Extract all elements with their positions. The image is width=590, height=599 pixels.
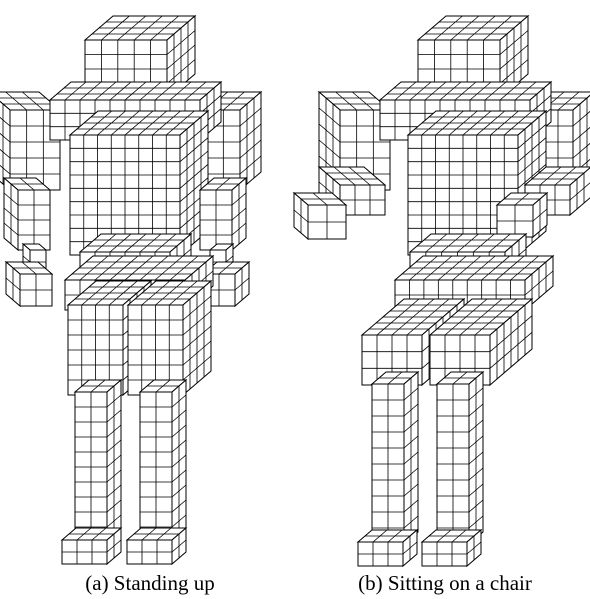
right-forearm bbox=[200, 178, 246, 250]
caption-standing: (a) Standing up bbox=[35, 571, 265, 595]
left-shin bbox=[372, 372, 418, 544]
left-forearm bbox=[4, 178, 50, 250]
left-hand bbox=[6, 262, 52, 306]
right-hand bbox=[497, 193, 547, 237]
right-shin bbox=[140, 380, 186, 542]
left-shin bbox=[75, 380, 121, 542]
left-foot bbox=[62, 528, 121, 564]
caption-sitting: (b) Sitting on a chair bbox=[315, 571, 575, 595]
left-foot bbox=[358, 530, 417, 566]
right-shin bbox=[437, 372, 483, 544]
standing-voxel-model bbox=[0, 16, 261, 564]
sitting-voxel-model bbox=[294, 16, 590, 566]
left-hand bbox=[294, 193, 346, 239]
right-thigh bbox=[128, 281, 211, 395]
right-foot bbox=[127, 528, 186, 564]
torso bbox=[70, 111, 208, 255]
right-foot bbox=[422, 530, 481, 566]
